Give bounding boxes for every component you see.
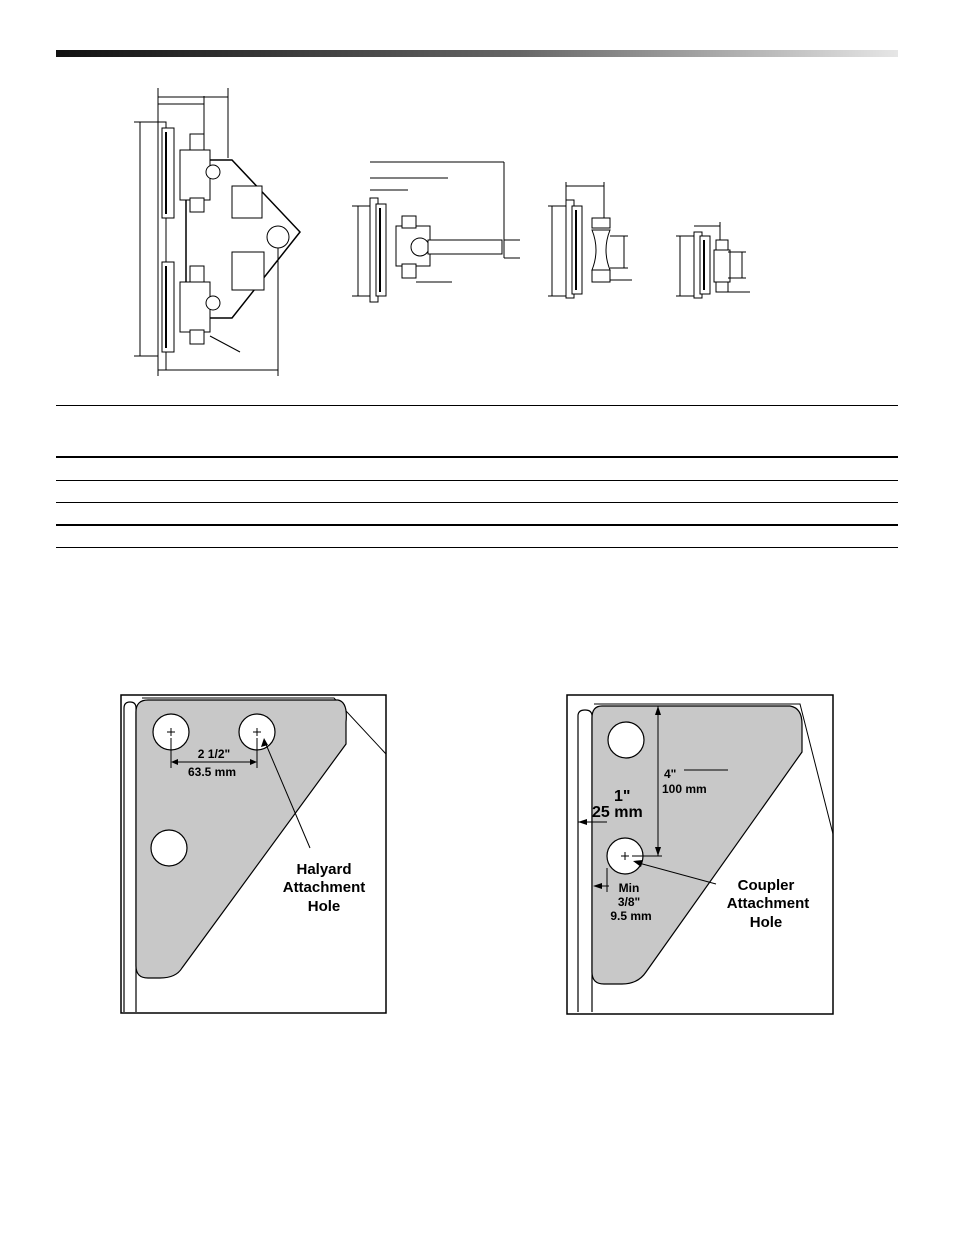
halyard-callout-line3: Hole	[308, 898, 341, 915]
coupler-height-metric: 100 mm	[662, 782, 707, 796]
coupler-min-label: Min	[619, 881, 640, 895]
coupler-min-imperial: 3/8"	[618, 895, 640, 909]
table-rule-row2	[56, 502, 898, 503]
header-bar	[56, 50, 898, 57]
coupler-callout-line1: Coupler	[738, 877, 795, 894]
coupler-callout-line2: Attachment	[727, 895, 810, 912]
coupler-min-metric: 9.5 mm	[610, 909, 651, 923]
coupler-hole-upper	[607, 721, 645, 759]
halyard-callout-line1: Halyard	[296, 861, 351, 878]
table-rule-header	[56, 456, 898, 458]
coupler-offset-metric: 25 mm	[592, 804, 643, 821]
figure-snap-extension	[352, 161, 520, 303]
halyard-spacing-metric: 63.5 mm	[188, 765, 236, 779]
figure-snap-swivel	[548, 182, 632, 299]
table-rule-bottom	[56, 547, 898, 548]
table-rule-row1	[56, 480, 898, 481]
halyard-spacing-imperial: 2 1/2"	[198, 747, 230, 761]
figure-snap-small	[676, 222, 750, 299]
table-rule-top	[56, 405, 898, 406]
halyard-callout-line2: Attachment	[283, 879, 366, 896]
coupler-height-imperial: 4"	[664, 767, 676, 781]
halyard-attachment-detail: 2 1/2" 63.5 mm Halyard Attachment Hole	[120, 694, 387, 1014]
coupler-attachment-detail: 4" 100 mm 1" 25 mm Min 3/8" 9.5 mm Coupl…	[566, 694, 834, 1015]
figure-double-snap-plate	[134, 88, 301, 376]
coupler-offset-imperial: 1"	[614, 788, 630, 805]
hole-lower	[150, 829, 188, 867]
table-rule-row3	[56, 524, 898, 526]
coupler-callout-line3: Hole	[750, 914, 783, 931]
hardware-dimension-figures	[134, 88, 750, 376]
